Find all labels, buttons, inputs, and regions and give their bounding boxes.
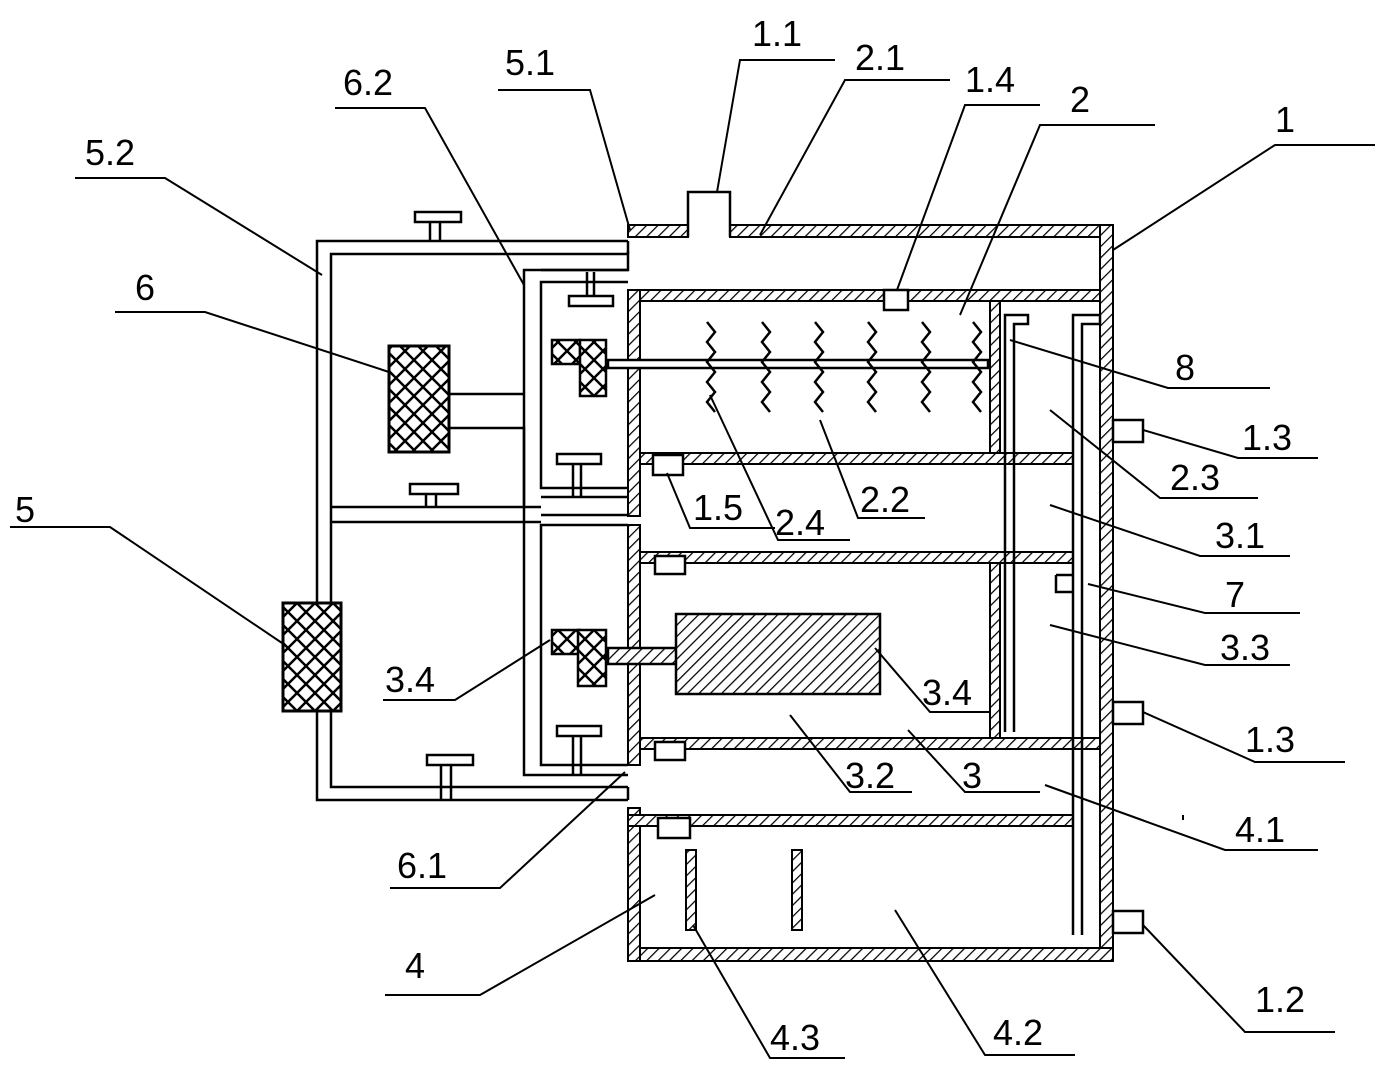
side-nozzle-1-3-top (1111, 418, 1145, 444)
label-1: 1 (1275, 99, 1295, 140)
label-5: 5 (15, 489, 35, 530)
motor-housing (522, 251, 630, 777)
label-3-4-right: 3.4 (922, 672, 972, 713)
label-7: 7 (1225, 574, 1245, 615)
label-3-2: 3.2 (845, 755, 895, 796)
motors (550, 338, 608, 688)
drum-3-4 (674, 612, 882, 696)
label-1-3-bottom: 1.3 (1245, 719, 1295, 760)
label-1-3-top: 1.3 (1242, 417, 1292, 458)
label-4: 4 (405, 945, 425, 986)
label-4-1: 4.1 (1235, 809, 1285, 850)
label-8: 8 (1175, 347, 1195, 388)
label-5-2: 5.2 (85, 132, 135, 173)
drain-nozzle-1-2 (1111, 909, 1145, 935)
label-1-2: 1.2 (1255, 979, 1305, 1020)
pipes (1003, 313, 1102, 935)
label-1-1: 1.1 (752, 13, 802, 54)
label-3-4-left: 3.4 (385, 659, 435, 700)
label-6-2: 6.2 (343, 62, 393, 103)
label-6-1: 6.1 (397, 845, 447, 886)
tank-4 (627, 814, 1074, 931)
leader-lines (10, 59, 1375, 1059)
label-2-4: 2.4 (775, 502, 825, 543)
main-housing (627, 224, 1114, 962)
label-1-4: 1.4 (965, 59, 1015, 100)
label-5-1: 5.1 (505, 42, 555, 83)
fan-5 (281, 601, 343, 713)
label-4-3: 4.3 (770, 1017, 820, 1058)
air-circuit (315, 210, 630, 802)
side-nozzle-1-3-bottom (1111, 700, 1145, 726)
label-2-1: 2.1 (855, 37, 905, 78)
chamber-3 (606, 524, 1101, 766)
label-3-1: 3.1 (1215, 515, 1265, 556)
label-2-2: 2.2 (860, 479, 910, 520)
label-1-5: 1.5 (693, 487, 743, 528)
heat-exchanger-6 (387, 344, 451, 454)
label-2: 2 (1070, 79, 1090, 120)
label-3-3: 3.3 (1220, 627, 1270, 668)
label-4-2: 4.2 (993, 1012, 1043, 1053)
label-2-3: 2.3 (1170, 457, 1220, 498)
top-outlet-1-1 (686, 190, 732, 237)
labels: 1.1 5.1 2.1 1.4 2 1 6.2 5.2 6 8 1.3 2.3 … (15, 13, 1305, 1058)
label-6: 6 (135, 267, 155, 308)
label-3: 3 (962, 755, 982, 796)
